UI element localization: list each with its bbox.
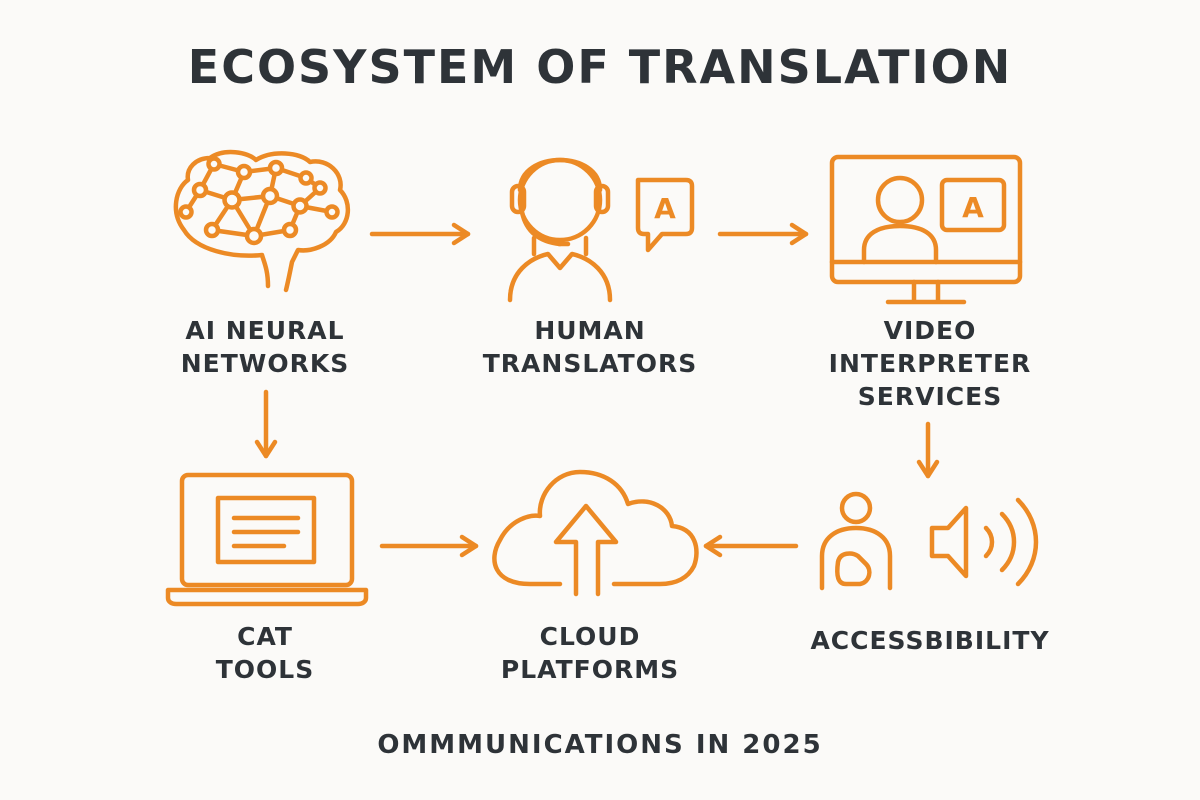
node-label-cloud-platforms: CLOUD PLATFORMS [470, 620, 710, 686]
node-label-human-translators: HUMAN TRANSLATORS [460, 314, 720, 380]
node-label-ai-neural-networks: AI NEURAL NETWORKS [160, 314, 370, 380]
label-line: CLOUD [539, 622, 641, 651]
label-line: ACCESSBIBILITY [810, 626, 1050, 655]
label-line: VIDEO [883, 316, 977, 345]
node-label-cat-tools: CAT TOOLS [180, 620, 350, 686]
label-line: HUMAN [534, 316, 646, 345]
node-label-video-interpreter-services: VIDEO INTERPRETER SERVICES [800, 314, 1060, 413]
laptop-icon [165, 472, 369, 607]
node-label-accessibility: ACCESSBIBILITY [790, 624, 1070, 657]
diagram-title: ECOSYSTEM OF TRANSLATION [187, 40, 1013, 94]
headset-person-icon: A [507, 157, 695, 303]
label-line: NETWORKS [180, 349, 350, 378]
accessibility-icon [819, 491, 1039, 591]
label-line: INTERPRETER [828, 349, 1032, 378]
flow-arrows [254, 222, 940, 558]
monitor-bubble-glyph: A [962, 191, 984, 224]
label-line: TRANSLATORS [482, 349, 698, 378]
label-line: AI NEURAL [185, 316, 345, 345]
cloud-upload-icon [492, 469, 699, 597]
label-line: TOOLS [215, 655, 315, 684]
label-line: CAT [237, 622, 293, 651]
brain-network-icon [173, 149, 350, 293]
speech-bubble-glyph: A [654, 192, 676, 225]
video-monitor-icon: A [829, 154, 1023, 305]
label-line: PLATFORMS [500, 655, 680, 684]
diagram-footer: OMMMUNICATIONS IN 2025 [377, 730, 823, 760]
label-line: SERVICES [857, 382, 1003, 411]
